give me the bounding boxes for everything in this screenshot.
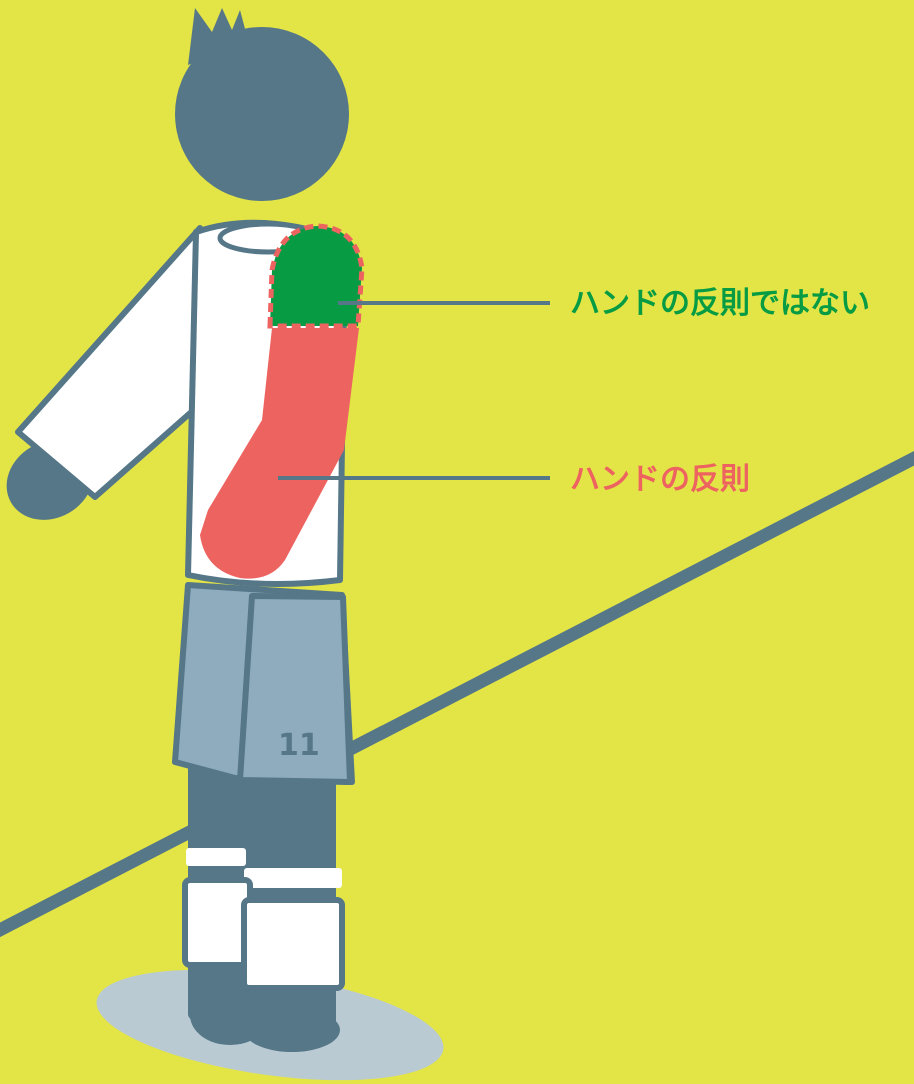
player-legs bbox=[182, 760, 345, 1052]
handball-zone bbox=[200, 328, 359, 579]
not-handball-zone bbox=[267, 223, 365, 329]
label-handball: ハンドの反則 bbox=[570, 462, 750, 497]
label-not-handball: ハンドの反則ではない bbox=[570, 286, 870, 321]
player-head bbox=[175, 8, 349, 201]
player-left-arm bbox=[6, 225, 208, 520]
shirt-number: 11 bbox=[278, 728, 320, 763]
player-shorts: 11 bbox=[172, 582, 355, 785]
field-line bbox=[0, 450, 914, 938]
